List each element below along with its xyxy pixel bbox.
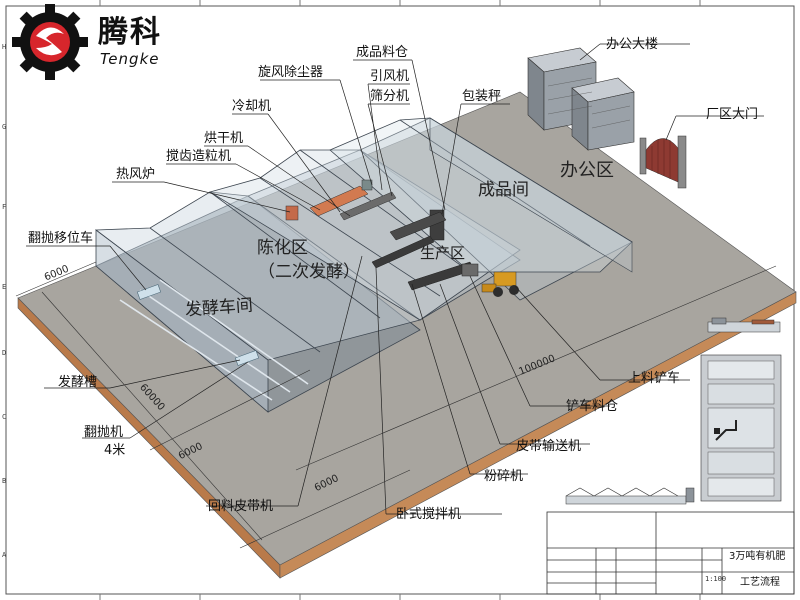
border-mark-h: H <box>2 43 7 51</box>
zone-aging-title: 陈化区 <box>257 238 308 258</box>
label-cooler: 冷却机 <box>232 99 272 114</box>
thumbnail-elevation-bottom <box>565 487 695 505</box>
label-belt-conveyor: 皮带输送机 <box>516 439 582 454</box>
label-hot-air-stove: 热风炉 <box>116 167 156 182</box>
dimension-lines <box>15 261 777 549</box>
brand-gear-icon <box>12 4 88 80</box>
label-loader-bin: 铲车料仓 <box>566 399 619 414</box>
title-block <box>546 511 795 595</box>
factory-gate <box>639 135 687 189</box>
label-cyclone-dust-collector: 旋风除尘器 <box>258 65 324 80</box>
wheel-loader <box>481 271 519 297</box>
office-building <box>527 47 635 151</box>
border-mark-b: B <box>2 477 7 485</box>
zone-production: 生产区 <box>420 244 466 262</box>
leader-lines <box>26 43 764 515</box>
zone-finished-goods: 成品间 <box>478 180 529 200</box>
border-ticks <box>99 0 701 600</box>
label-horizontal-mixer: 卧式搅拌机 <box>396 507 462 522</box>
label-turner: 翻抛机 <box>84 425 124 440</box>
ground-slab-side-right <box>279 291 797 579</box>
label-turner-width: 4米 <box>104 443 126 458</box>
label-packing-scale: 包装秤 <box>462 89 502 104</box>
label-induced-fan: 引风机 <box>370 69 410 84</box>
production-greenhouse <box>329 117 633 301</box>
label-return-belt: 回料皮带机 <box>208 499 274 514</box>
border-mark-f: F <box>2 203 7 211</box>
thumbnail-elevation-top <box>707 317 781 333</box>
label-dryer: 烘干机 <box>204 131 244 146</box>
production-equipment <box>285 179 519 297</box>
label-finished-silo: 成品料仓 <box>356 45 409 60</box>
label-screening-machine: 筛分机 <box>370 89 410 104</box>
label-granulator: 搅齿造粒机 <box>166 149 232 164</box>
border-mark-d: D <box>2 349 7 357</box>
label-crusher: 粉碎机 <box>484 469 524 484</box>
thumbnail-plan <box>700 354 782 502</box>
zone-office: 办公区 <box>560 160 614 181</box>
border-mark-c: C <box>2 413 7 421</box>
title-block-project: 3万吨有机肥 <box>729 551 786 562</box>
label-factory-gate: 厂区大门 <box>706 107 759 122</box>
label-turner-transfer-car: 翻抛移位车 <box>28 231 94 246</box>
border-mark-e: E <box>2 283 7 291</box>
label-fermentation-tank: 发酵槽 <box>58 375 98 390</box>
brand-name-en: Tengke <box>100 50 160 68</box>
title-block-scale: 1:100 <box>705 575 727 583</box>
brand-name-cn: 腾科 <box>98 15 162 50</box>
border-mark-a: A <box>2 551 7 559</box>
label-office-building: 办公大楼 <box>606 37 659 52</box>
fermentation-greenhouse <box>94 191 421 413</box>
label-loader: 上料铲车 <box>628 371 681 386</box>
title-block-drawing-name: 工艺流程 <box>740 577 780 588</box>
zone-aging-subtitle: （二次发酵） <box>258 262 360 282</box>
border-mark-g: G <box>2 123 7 131</box>
